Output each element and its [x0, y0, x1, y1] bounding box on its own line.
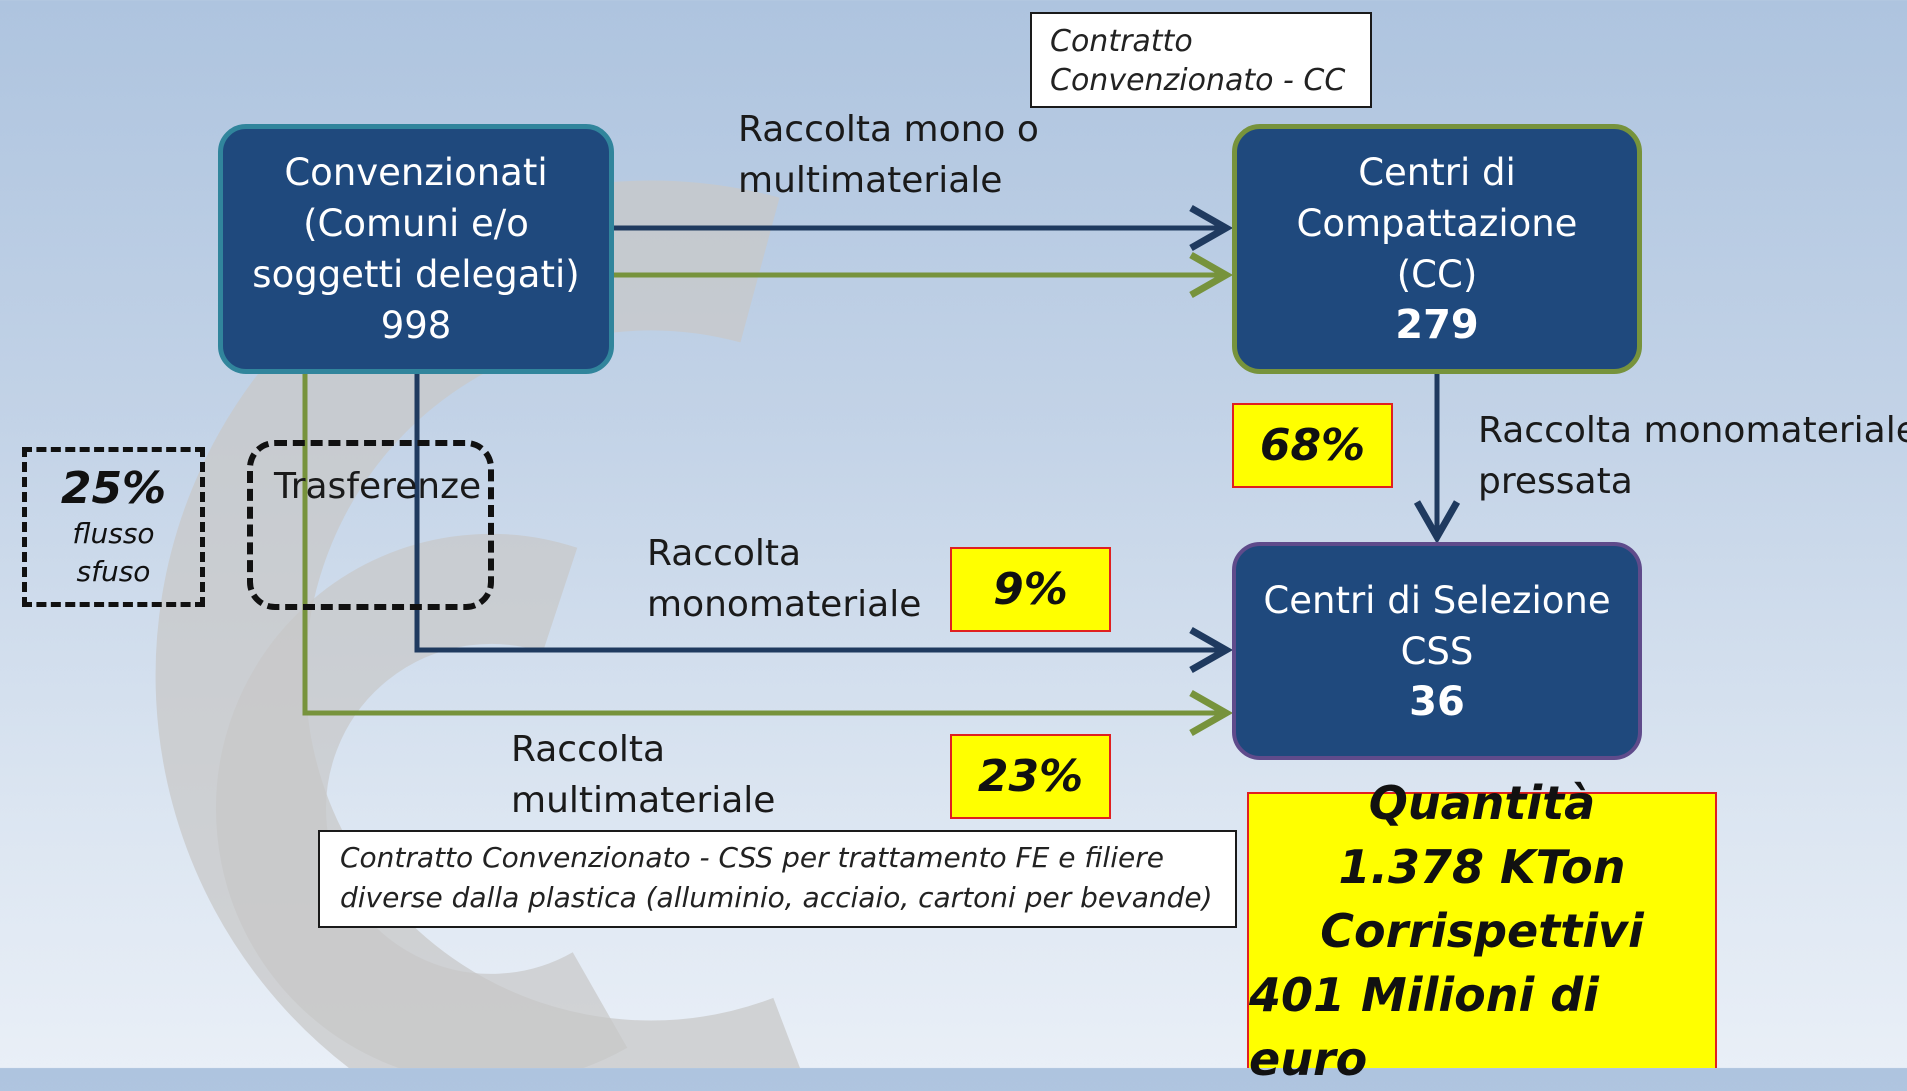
flusso-sfuso-line2: sfuso: [76, 555, 151, 588]
percent-mono-direct: 9%: [950, 547, 1111, 632]
node-convenzionati-line1: Convenzionati: [284, 151, 548, 194]
node-convenzionati-line2: (Comuni e/o: [303, 202, 529, 245]
node-selezione-count: 36: [1409, 678, 1465, 725]
contract-css-line2: diverse dalla plastica (alluminio, accia…: [340, 881, 1213, 914]
contract-cc-line1: Contratto: [1050, 24, 1193, 59]
node-convenzionati-line3: soggetti delegati): [252, 253, 580, 296]
contract-cc-line2: Convenzionato - CC: [1050, 63, 1346, 98]
box-flusso-sfuso: 25% flusso sfuso: [22, 447, 205, 607]
flow-arrows: [302, 204, 1461, 737]
summary-quantita-label: Quantità: [1368, 776, 1596, 830]
contract-cc-box: Contratto Convenzionato - CC: [1030, 12, 1372, 108]
arrow-green-to-css: [302, 365, 1234, 737]
label-raccolta-mono-1: Raccolta: [647, 533, 802, 574]
label-raccolta-mono-multi-1: Raccolta mono o: [738, 109, 1039, 150]
contract-css-box: Contratto Convenzionato - CSS per tratta…: [318, 830, 1237, 928]
summary-quantita-value: 1.378 KTon: [1338, 840, 1626, 894]
node-centri-selezione: Centri di Selezione CSS 36: [1232, 542, 1642, 760]
label-raccolta-pressata-1: Raccolta monomateriale: [1478, 410, 1907, 451]
node-convenzionati: Convenzionati (Comuni e/o soggetti deleg…: [218, 124, 614, 374]
node-compattazione-line3: (CC): [1396, 253, 1478, 296]
arrow-navy-to-css: [414, 373, 1234, 674]
label-raccolta-multi-2: multimateriale: [511, 780, 776, 821]
box-trasferenze: [247, 440, 494, 610]
summary-corrispettivi-label: Corrispettivi: [1320, 904, 1644, 958]
node-compattazione-line1: Centri di: [1358, 151, 1516, 194]
flusso-sfuso-percent: 25%: [60, 463, 167, 514]
contract-css-line1: Contratto Convenzionato - CSS per tratta…: [340, 841, 1164, 874]
label-raccolta-mono-2: monomateriale: [647, 584, 922, 625]
summary-corrispettivi-value: 401 Milioni di euro: [1249, 968, 1599, 1086]
node-compattazione-line2: Compattazione: [1296, 202, 1578, 245]
percent-multi-direct: 23%: [950, 734, 1111, 819]
node-selezione-line1: Centri di Selezione: [1263, 578, 1611, 622]
label-raccolta-pressata-2: pressata: [1478, 461, 1633, 502]
diagram-stage: Convenzionati (Comuni e/o soggetti deleg…: [22, 12, 1907, 1086]
percent-cc-to-css: 68%: [1232, 403, 1393, 488]
label-raccolta-mono-multi-2: multimateriale: [738, 160, 1003, 201]
trasferenze-label: Trasferenze: [274, 466, 482, 507]
label-raccolta-multi-1: Raccolta: [511, 729, 666, 770]
summary-box: Quantità 1.378 KTon Corrispettivi 401 Mi…: [1247, 776, 1717, 1086]
node-compattazione-count: 279: [1395, 302, 1479, 348]
node-centri-compattazione: Centri di Compattazione (CC) 279: [1232, 124, 1642, 374]
node-selezione-line2: CSS: [1400, 629, 1474, 673]
node-convenzionati-count: 998: [380, 304, 452, 347]
flusso-sfuso-line1: flusso: [72, 517, 155, 550]
